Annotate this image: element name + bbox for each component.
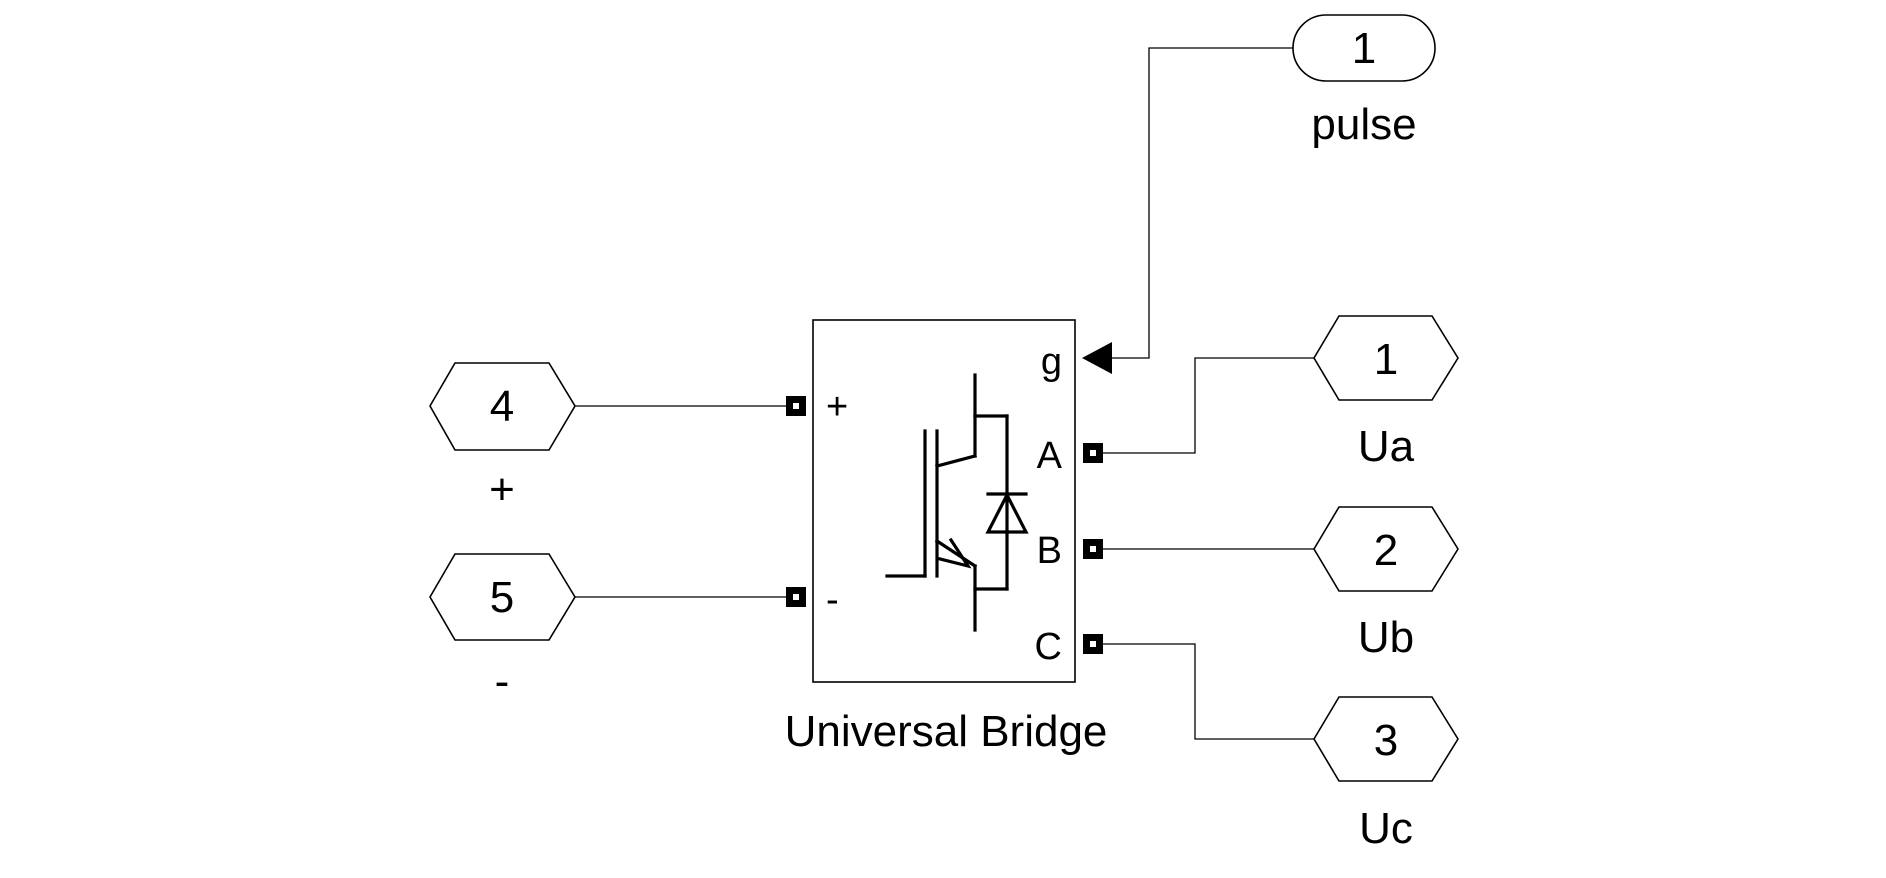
port-label-B: B — [1037, 530, 1062, 572]
inport-pulse[interactable]: 1 — [1292, 14, 1436, 82]
inport-pulse-number: 1 — [1352, 24, 1376, 73]
igbt-diode-icon — [885, 373, 1029, 632]
port-label-plus: + — [826, 386, 848, 428]
port-label-C: C — [1035, 626, 1062, 668]
goto-tag-3-label: Uc — [1359, 804, 1413, 853]
from-tag-4[interactable]: 4 — [429, 362, 576, 451]
gate-input-arrow-icon[interactable] — [1082, 342, 1112, 374]
wire-pulse-to-gate[interactable] — [1112, 47, 1293, 359]
port-label-A: A — [1037, 435, 1063, 477]
wire-A-to-Ua[interactable] — [1103, 357, 1314, 454]
goto-tag-3-number: 3 — [1374, 716, 1398, 765]
goto-tag-2-label: Ub — [1358, 613, 1414, 662]
conn-port-plus[interactable] — [786, 396, 806, 416]
port-label-gate: g — [1041, 341, 1062, 383]
wire-C-to-Uc[interactable] — [1103, 643, 1314, 740]
conn-port-B[interactable] — [1083, 539, 1103, 559]
inport-pulse-label: pulse — [1311, 100, 1416, 149]
from-tag-4-label: + — [489, 465, 515, 514]
goto-tag-2-number: 2 — [1374, 526, 1398, 575]
conn-port-minus[interactable] — [786, 587, 806, 607]
universal-bridge-block[interactable]: + - g A B C — [812, 319, 1076, 683]
goto-tag-1-number: 1 — [1374, 335, 1398, 384]
block-name-label: Universal Bridge — [785, 707, 1108, 756]
from-tag-5-number: 5 — [490, 573, 514, 622]
goto-tag-2[interactable]: 2 — [1313, 506, 1459, 592]
from-tag-5[interactable]: 5 — [429, 553, 576, 641]
goto-tag-1[interactable]: 1 — [1313, 315, 1459, 401]
goto-tag-3[interactable]: 3 — [1313, 696, 1459, 782]
goto-tag-1-label: Ua — [1358, 422, 1415, 471]
conn-port-C[interactable] — [1083, 634, 1103, 654]
port-label-minus: - — [826, 579, 839, 621]
conn-port-A[interactable] — [1083, 443, 1103, 463]
from-tag-4-number: 4 — [490, 382, 514, 431]
from-tag-5-label: - — [495, 657, 510, 706]
